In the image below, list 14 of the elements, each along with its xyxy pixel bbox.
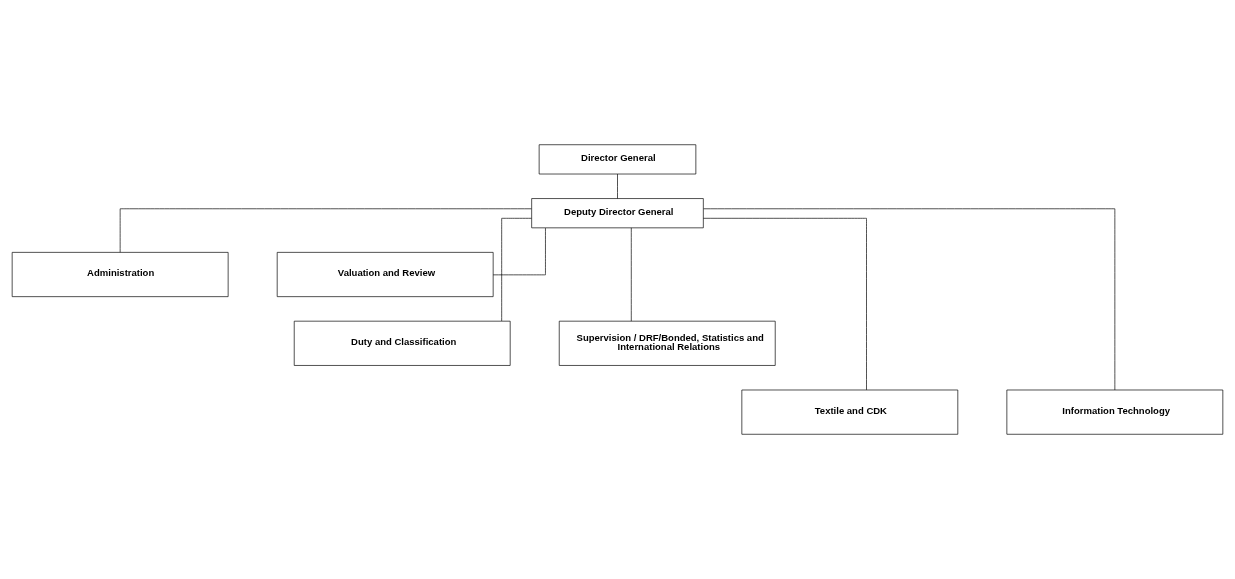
connector <box>617 173 618 199</box>
connector <box>703 217 867 391</box>
connector <box>501 217 532 322</box>
node-box: Valuation and Review <box>276 252 494 297</box>
node-box: Administration <box>11 252 229 297</box>
node-box: Supervision / DRF/Bonded, Statistics and International Relations <box>558 320 776 366</box>
connector <box>492 227 546 276</box>
node-box: Information Technology <box>1006 389 1224 435</box>
connector <box>119 208 532 253</box>
node-box: Director General <box>538 144 697 175</box>
connector <box>703 208 1116 391</box>
node-box: Duty and Classification <box>293 320 511 366</box>
node-box: Deputy Director General <box>531 198 704 229</box>
node-box: Textile and CDK <box>741 389 959 435</box>
